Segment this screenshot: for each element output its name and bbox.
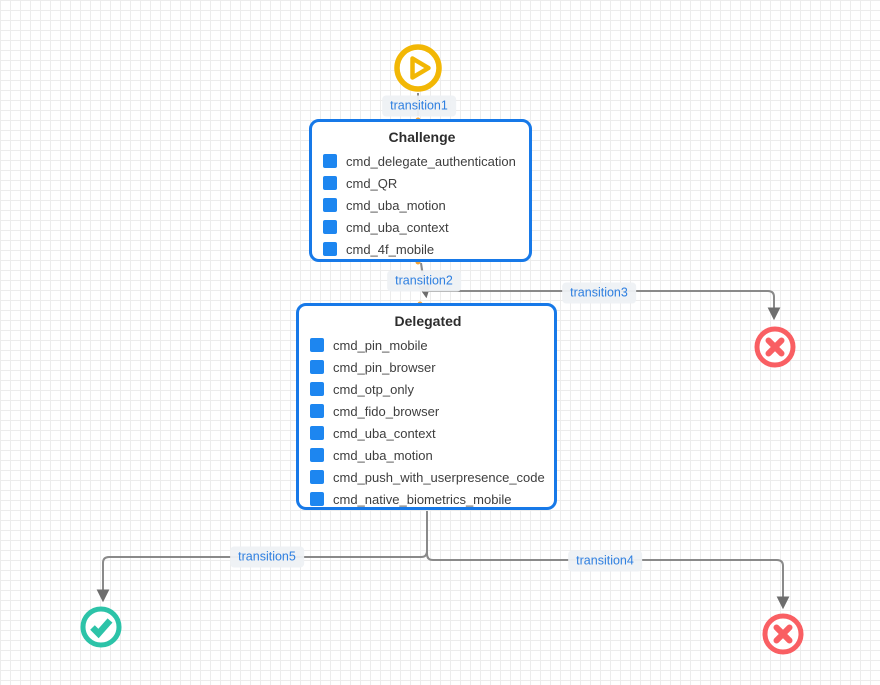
edge-label-transition3[interactable]: transition3: [562, 282, 636, 304]
command-icon: [310, 404, 324, 418]
command-icon: [310, 338, 324, 352]
command-icon: [323, 220, 337, 234]
error-end-node-top[interactable]: [754, 326, 796, 368]
state-item-label: cmd_push_with_userpresence_code: [333, 469, 545, 485]
state-item[interactable]: cmd_native_biometrics_mobile: [310, 488, 546, 507]
state-item-label: cmd_pin_mobile: [333, 337, 428, 353]
state-item-label: cmd_uba_context: [333, 425, 436, 441]
state-item[interactable]: cmd_4f_mobile: [323, 238, 521, 259]
state-title: Delegated: [394, 313, 462, 329]
command-icon: [310, 426, 324, 440]
edge-label-transition5[interactable]: transition5: [230, 546, 304, 568]
state-item-label: cmd_otp_only: [333, 381, 414, 397]
command-icon: [310, 360, 324, 374]
state-item-label: cmd_uba_context: [346, 219, 449, 235]
state-item-label: cmd_4f_mobile: [346, 241, 435, 257]
state-item[interactable]: cmd_uba_context: [310, 422, 546, 444]
command-icon: [310, 382, 324, 396]
edge-label-transition1[interactable]: transition1: [382, 95, 456, 117]
edge-label-transition2[interactable]: transition2: [387, 270, 461, 292]
state-item-label: cmd_delegate_authentication: [346, 153, 516, 169]
play-icon: [394, 44, 442, 92]
state-item[interactable]: cmd_fido_browser: [310, 400, 546, 422]
state-item-label: cmd_pin_browser: [333, 359, 436, 375]
state-node-challenge[interactable]: Challenge cmd_delegate_authentication cm…: [309, 119, 532, 262]
state-item[interactable]: cmd_QR: [323, 172, 521, 194]
command-icon: [310, 470, 324, 484]
state-item-label: cmd_fido_browser: [333, 403, 440, 419]
command-icon: [323, 176, 337, 190]
state-item[interactable]: cmd_push_with_userpresence_code: [310, 466, 546, 488]
state-item[interactable]: cmd_uba_motion: [323, 194, 521, 216]
edge-transition3[interactable]: [423, 290, 781, 321]
check-icon: [80, 606, 122, 648]
state-item[interactable]: cmd_otp_only: [310, 378, 546, 400]
state-title: Challenge: [388, 129, 456, 145]
state-item[interactable]: cmd_pin_mobile: [310, 334, 546, 356]
error-end-node-bottom[interactable]: [762, 613, 804, 655]
state-item-label: cmd_native_biometrics_mobile: [333, 491, 512, 507]
state-item[interactable]: cmd_pin_browser: [310, 356, 546, 378]
state-item[interactable]: cmd_uba_motion: [310, 444, 546, 466]
state-item-label: cmd_QR: [346, 175, 398, 191]
state-item-label: cmd_uba_motion: [346, 197, 446, 213]
command-icon: [310, 492, 324, 506]
state-item[interactable]: cmd_uba_context: [323, 216, 521, 238]
x-icon: [762, 613, 804, 655]
command-icon: [323, 242, 337, 256]
state-item-label: cmd_uba_motion: [333, 447, 433, 463]
start-event-node[interactable]: [393, 43, 443, 93]
command-icon: [323, 154, 337, 168]
state-item[interactable]: cmd_delegate_authentication: [323, 150, 521, 172]
x-icon: [754, 326, 796, 368]
command-icon: [310, 448, 324, 462]
success-end-node[interactable]: [80, 606, 122, 648]
edge-label-transition4[interactable]: transition4: [568, 550, 642, 572]
command-icon: [323, 198, 337, 212]
state-node-delegated[interactable]: Delegated cmd_pin_mobile cmd_pin_browser…: [296, 303, 557, 510]
